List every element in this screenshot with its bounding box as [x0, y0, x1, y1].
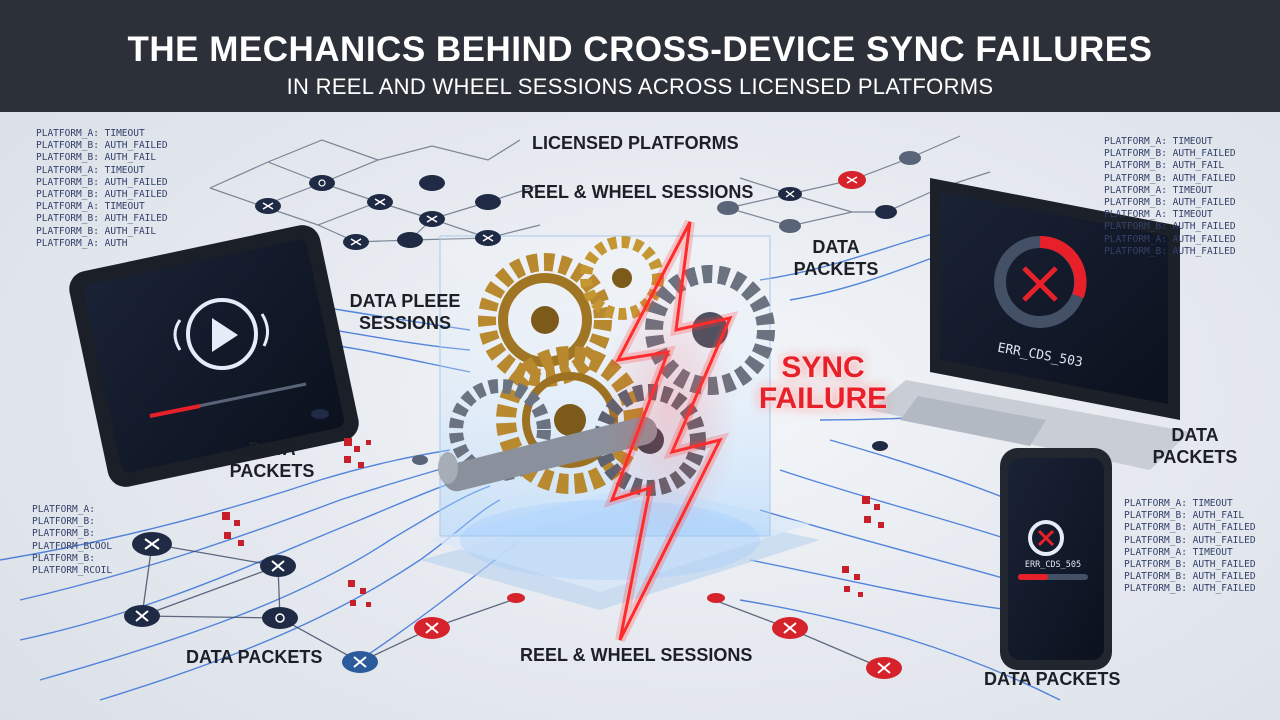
gear-gold-small [580, 236, 664, 320]
node-x-icon [342, 651, 378, 673]
log-line: PLATFORM_B: AUTH_FAIL [1104, 160, 1225, 172]
node-x-icon [255, 198, 281, 214]
log-line: PLATFORM_B: AUTH_FAILED [36, 140, 168, 152]
log-line: PLATFORM_A: TIMEOUT [1104, 136, 1213, 147]
log-panel-bottom-left: PLATFORM_A:PLATFORM_B:PLATFORM_B:PLATFOR… [32, 504, 112, 577]
log-line: PLATFORM_B: AUTH_FAILED [1104, 148, 1236, 160]
label-licensed-platforms: LICENSED PLATFORMS [532, 133, 739, 153]
log-line: PLATFORM_A: [32, 504, 95, 515]
node-plain [397, 232, 423, 248]
log-line: PLATFORM_A: AUTH_FAILED [1104, 233, 1236, 245]
node-x-icon [475, 230, 501, 246]
log-line: PLATFORM_B: AUTH_FAILED [36, 213, 168, 225]
node-x-icon [367, 194, 393, 210]
node-plain [899, 151, 921, 165]
header-bar: THE MECHANICS BEHIND CROSS-DEVICE SYNC F… [0, 0, 1280, 112]
log-line: PLATFORM_B: AUTH_FAILED [1124, 571, 1256, 583]
label-data-packets-left: DATA PACKETS [229, 439, 315, 481]
log-line: PLATFORM_B: [32, 528, 95, 540]
log-line: PLATFORM_B: AUTH_FAILED [1124, 558, 1256, 570]
log-line: PLATFORM_B: AUTH_FAILED [36, 176, 168, 188]
node-error-red-icon [707, 593, 725, 603]
label-data-packets-top: DATA PACKETS [793, 237, 879, 279]
log-line: PLATFORM_B: AUTH_FAILED [1104, 172, 1236, 184]
label-reel-wheel-sessions-bottom: REEL & WHEEL SESSIONS [520, 645, 753, 665]
log-line: PLATFORM_A: TIMEOUT [36, 201, 145, 213]
log-line: PLATFORM_B: AUTH_FAILED [1124, 534, 1256, 546]
node-plain [717, 201, 739, 215]
log-line: PLATFORM_B: AUTH_FAILED [1104, 245, 1236, 257]
node-error-red-icon [866, 657, 902, 679]
label-data-packets-bottom-left: DATA PACKETS [186, 647, 323, 667]
phone-device [1000, 448, 1112, 670]
log-line: PLATFORM_B: AUTH_FAIL [36, 225, 157, 237]
log-line: PLATFORM_A: TIMEOUT [36, 128, 145, 139]
gear-steel-left [449, 379, 551, 481]
label-reel-wheel-sessions-top: REEL & WHEEL SESSIONS [521, 182, 754, 202]
log-line: PLATFORM_B: [32, 516, 95, 528]
node-x-icon [343, 234, 369, 250]
node-plain [419, 175, 445, 191]
packet-fragments [222, 438, 884, 607]
log-line: PLATFORM_BCOOL [32, 540, 113, 552]
play-button-icon [186, 298, 258, 370]
log-line: PLATFORM_A: TIMEOUT [1124, 546, 1233, 558]
node-plain [412, 455, 428, 465]
log-line: PLATFORM_B: AUTH_FAILED [1104, 221, 1236, 233]
log-line: PLATFORM_A: TIMEOUT [36, 164, 145, 176]
node-plain [311, 409, 329, 419]
tablet-device [69, 225, 359, 487]
log-line: PLATFORM_B: [32, 552, 95, 564]
node-x-icon [124, 605, 160, 627]
log-line: PLATFORM_B: AUTH_FAILED [1124, 522, 1256, 534]
log-line: PLATFORM_A: TIMEOUT [1124, 498, 1233, 509]
node-plain [875, 205, 897, 219]
page-title: THE MECHANICS BEHIND CROSS-DEVICE SYNC F… [127, 30, 1153, 69]
node-plain [872, 441, 888, 451]
label-data-plee-sessions: DATA PLEEE SESSIONS [349, 291, 461, 333]
log-line: PLATFORM_A: TIMEOUT [1104, 184, 1213, 196]
node-sync-icon [262, 607, 298, 629]
log-line: PLATFORM_B: AUTH_FAILED [1124, 583, 1256, 595]
log-line: PLATFORM_B: AUTH_FAIL [1124, 510, 1245, 522]
page-subtitle: IN REEL AND WHEEL SESSIONS ACROSS LICENS… [286, 74, 994, 99]
sync-failure-label: SYNC FAILURE [758, 351, 888, 415]
node-error-red-icon [838, 171, 866, 189]
node-plain [475, 194, 501, 210]
label-data-packets-bottom-right: DATA PACKETS [984, 669, 1121, 689]
lightning-bolt-icon [600, 219, 740, 643]
node-error-red-icon [507, 593, 525, 603]
node-sync-icon [309, 175, 335, 191]
phone-error-code: ERR_CDS_505 [1024, 560, 1082, 570]
node-error-red-icon [772, 617, 808, 639]
node-x-icon [419, 211, 445, 227]
log-line: PLATFORM_RCOIL [32, 564, 113, 576]
log-line: PLATFORM_A: AUTH [36, 237, 128, 249]
node-error-red-icon [414, 617, 450, 639]
log-line: PLATFORM_B: AUTH_FAILED [36, 188, 168, 200]
log-line: PLATFORM_A: TIMEOUT [1104, 209, 1213, 221]
laptop-device [870, 178, 1190, 470]
node-plain [779, 219, 801, 233]
node-x-icon [778, 187, 802, 201]
log-line: PLATFORM_B: AUTH_FAIL [36, 152, 157, 164]
node-x-icon [132, 532, 172, 556]
mesh-nodes [124, 151, 921, 679]
label-data-packets-right: DATA PACKETS [1152, 425, 1238, 467]
log-line: PLATFORM_B: AUTH_FAILED [1104, 196, 1236, 208]
node-x-icon [260, 555, 296, 577]
